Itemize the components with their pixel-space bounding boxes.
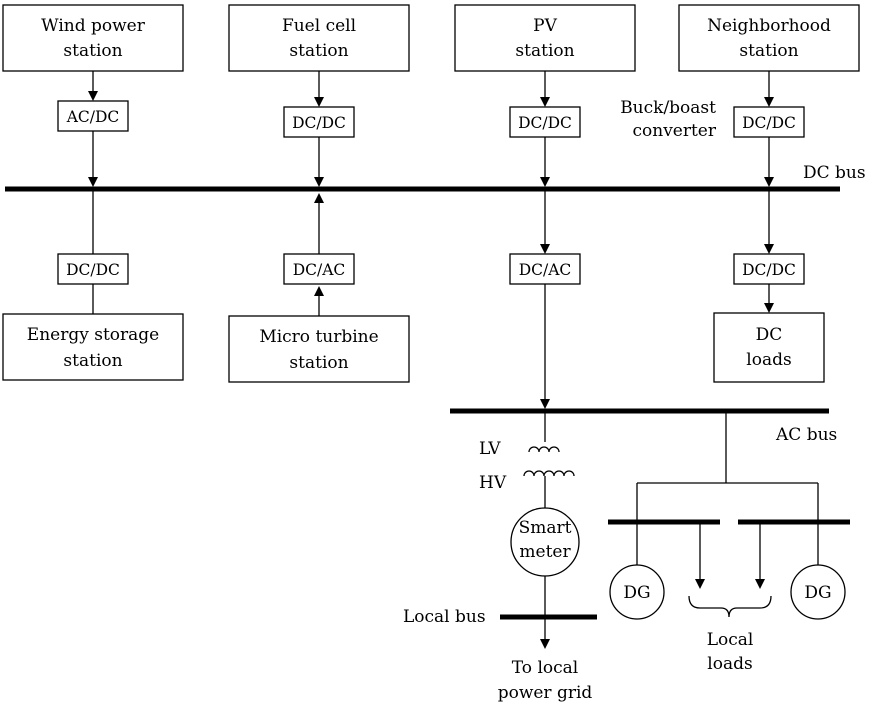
local-load-right-arrow (755, 579, 765, 589)
neighborhood-station: Neighborhood station (678, 4, 860, 72)
pv-converter-label: DC/DC (518, 114, 572, 132)
local-loads-brace (688, 595, 772, 618)
dc-load-feed-arrow (764, 244, 774, 254)
local-loads-line1: Local (707, 630, 754, 650)
energy-storage-station: Energy storage station (2, 313, 184, 381)
energy-storage-line1: Energy storage (27, 325, 159, 345)
transformer-hv-coil (523, 470, 575, 477)
dc-loads-line1: DC (756, 325, 783, 345)
fuel-cell-station-line1: Fuel cell (282, 16, 356, 36)
pv-to-bus-arrow (540, 177, 550, 187)
meter-to-grid-arrow (540, 639, 550, 649)
dg-left-label: DG (623, 583, 650, 603)
wind-power-station: Wind power station (2, 4, 184, 72)
pv-station-line1: PV (533, 16, 557, 36)
smart-meter-line1: Smart (519, 518, 572, 538)
pv-feed-arrow (540, 97, 550, 107)
lv-label: LV (479, 439, 501, 459)
neighborhood-station-line1: Neighborhood (707, 16, 831, 36)
energy-storage-line2: station (63, 351, 122, 371)
wind-converter: AC/DC (57, 100, 129, 132)
fuel-cell-feed-arrow (314, 97, 324, 107)
micro-turbine-line1: Micro turbine (259, 327, 378, 347)
turbine-converter-label: DC/AC (293, 261, 346, 279)
dc-load-converter: DC/DC (733, 253, 805, 285)
wind-converter-label: AC/DC (66, 108, 120, 126)
smart-meter: Smart meter (510, 507, 580, 577)
transformer-lv-coil (528, 446, 560, 453)
buck-boost-label-line1: Buck/boast (620, 98, 716, 118)
dg-right: DG (790, 564, 846, 620)
micro-turbine-station: Micro turbine station (228, 315, 410, 383)
neighborhood-to-bus-arrow (764, 177, 774, 187)
neighborhood-feed-arrow (764, 97, 774, 107)
fuel-cell-station-line2: station (289, 41, 348, 61)
pv-inverter-label: DC/AC (519, 261, 572, 279)
wind-station-line1: Wind power (41, 16, 146, 36)
smart-meter-line2: meter (519, 542, 571, 562)
wind-feed-arrow (88, 91, 98, 101)
dc-loads-feed-arrow (764, 303, 774, 313)
turbine-feed-arrow (314, 286, 324, 296)
wind-station-line2: station (63, 41, 122, 61)
dg-left: DG (609, 564, 665, 620)
hv-label: HV (479, 473, 507, 493)
neighborhood-station-line2: station (739, 41, 798, 61)
neighborhood-converter: DC/DC (733, 106, 805, 138)
fuel-cell-converter: DC/DC (283, 106, 355, 138)
dc-loads-box: DC loads (713, 312, 825, 383)
storage-converter: DC/DC (57, 253, 129, 285)
fuel-cell-to-bus-arrow (314, 177, 324, 187)
fuel-cell-station: Fuel cell station (228, 4, 410, 72)
pv-inverter: DC/AC (509, 253, 581, 285)
pv-inverter-feed-arrow (540, 244, 550, 254)
inverter-to-ac-bus-arrow (540, 399, 550, 409)
neighborhood-converter-label: DC/DC (742, 114, 796, 132)
dg-right-label: DG (804, 583, 831, 603)
micro-turbine-line2: station (289, 353, 348, 373)
to-grid-line1: To local (512, 658, 578, 678)
local-load-left-arrow (695, 579, 705, 589)
buck-boost-label-line2: converter (632, 121, 716, 141)
dc-load-converter-label: DC/DC (742, 261, 796, 279)
fuel-cell-converter-label: DC/DC (292, 114, 346, 132)
turbine-converter: DC/AC (283, 253, 355, 285)
local-loads-line2: loads (707, 654, 752, 674)
turbine-to-bus-arrow (314, 193, 324, 203)
pv-station-line2: station (515, 41, 574, 61)
dc-bus-label: DC bus (803, 163, 866, 183)
storage-converter-label: DC/DC (66, 261, 120, 279)
wind-to-bus-arrow (88, 177, 98, 187)
pv-station: PV station (454, 4, 636, 72)
local-bus-label: Local bus (403, 607, 486, 627)
to-grid-line2: power grid (498, 683, 593, 703)
ac-bus-label: AC bus (775, 425, 837, 445)
dc-loads-line2: loads (746, 350, 791, 370)
pv-converter: DC/DC (509, 106, 581, 138)
